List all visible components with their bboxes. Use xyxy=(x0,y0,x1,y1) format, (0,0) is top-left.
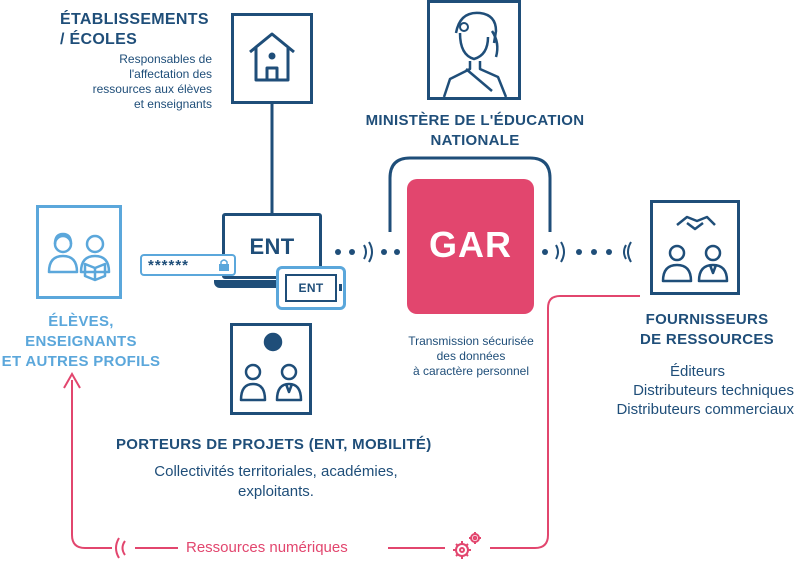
tablet-screen: ENT xyxy=(285,274,337,302)
gar-label: GAR xyxy=(429,224,512,265)
gar-caption: Transmission sécurisée des données à car… xyxy=(388,334,554,379)
ent-gar-dots-2 xyxy=(381,249,400,255)
eleves-line: ET AUTRES PROFILS xyxy=(1,353,161,370)
ressources-label: Ressources numériques xyxy=(186,539,348,556)
suppliers-icon xyxy=(661,215,729,283)
etablissements-title-line2: / ÉCOLES xyxy=(60,31,138,48)
etablissements-desc-line: ressources aux élèves xyxy=(92,82,212,96)
signal-icon xyxy=(363,241,373,263)
porteurs-box xyxy=(230,323,312,415)
eleves-title: ÉLÈVES, ENSEIGNANTS ET AUTRES PROFILS xyxy=(0,312,162,372)
marianne-icon xyxy=(442,11,508,98)
students-icon xyxy=(47,232,111,282)
porteurs-desc-line: exploitants. xyxy=(238,483,314,500)
project-holders-icon xyxy=(239,332,303,402)
ministere-title-line2: NATIONALE xyxy=(430,132,520,149)
ent-laptop: ENT xyxy=(222,213,322,279)
arrow-up-icon xyxy=(63,371,81,389)
porteurs-description: Collectivités territoriales, académies, … xyxy=(116,462,436,502)
etablissements-title: ÉTABLISSEMENTS / ÉCOLES xyxy=(60,10,209,50)
ent-tablet-label: ENT xyxy=(298,281,324,295)
etablissements-desc-line: Responsables de xyxy=(119,52,212,66)
gar-box: GAR xyxy=(407,179,534,314)
password-mask: ****** xyxy=(148,257,190,274)
fournisseur-item: Distributeurs techniques xyxy=(633,382,794,399)
ministry-bracket xyxy=(388,156,552,232)
signal-icon xyxy=(623,241,632,263)
etablissements-desc-line: l'affectation des xyxy=(129,67,212,81)
porteurs-title: PORTEURS DE PROJETS (ENT, MOBILITÉ) xyxy=(116,436,432,453)
gar-caption-line: des données xyxy=(436,349,506,363)
gar-fourn-dots-2 xyxy=(576,249,612,255)
tablet-button xyxy=(339,284,342,291)
ministere-title-line1: MINISTÈRE DE L'ÉDUCATION xyxy=(365,112,585,129)
school-icon xyxy=(249,32,295,82)
eleves-box xyxy=(36,205,122,299)
gears-icon xyxy=(453,532,481,559)
fournisseurs-title: FOURNISSEURS DE RESSOURCES xyxy=(620,310,794,350)
fournisseurs-title-line2: DE RESSOURCES xyxy=(640,331,774,348)
etablissements-description: Responsables de l'affectation des ressou… xyxy=(60,52,212,112)
etablissements-title-line1: ÉTABLISSEMENTS xyxy=(60,11,209,28)
fournisseurs-title-line1: FOURNISSEURS xyxy=(645,311,769,328)
fournisseurs-list: Éditeurs Distributeurs techniques Distri… xyxy=(580,362,794,419)
eleves-line: ENSEIGNANTS xyxy=(25,333,137,350)
etablissement-box xyxy=(231,13,313,104)
fournisseur-item: Distributeurs commerciaux xyxy=(616,401,794,418)
signal-icon xyxy=(555,241,565,263)
ent-tablet: ENT xyxy=(276,266,346,310)
ent-gar-dots xyxy=(335,249,355,255)
gar-caption-line: à caractère personnel xyxy=(412,364,530,378)
ressources-loop xyxy=(490,295,640,549)
ministere-box xyxy=(427,0,521,100)
lock-icon xyxy=(219,259,229,271)
gar-fourn-dots xyxy=(542,249,548,255)
fournisseurs-box xyxy=(650,200,740,295)
porteurs-desc-line: Collectivités territoriales, académies, xyxy=(154,463,398,480)
ministere-title: MINISTÈRE DE L'ÉDUCATION NATIONALE xyxy=(340,111,610,151)
ent-laptop-label: ENT xyxy=(249,234,295,259)
signal-icon xyxy=(115,537,126,559)
etablissements-desc-line: et enseignants xyxy=(133,97,212,111)
fournisseur-item: Éditeurs xyxy=(669,363,725,380)
gar-caption-line: Transmission sécurisée xyxy=(408,334,534,348)
eleves-line: ÉLÈVES, xyxy=(48,313,114,330)
laptop-base xyxy=(214,280,328,288)
password-field: ****** xyxy=(140,254,236,276)
